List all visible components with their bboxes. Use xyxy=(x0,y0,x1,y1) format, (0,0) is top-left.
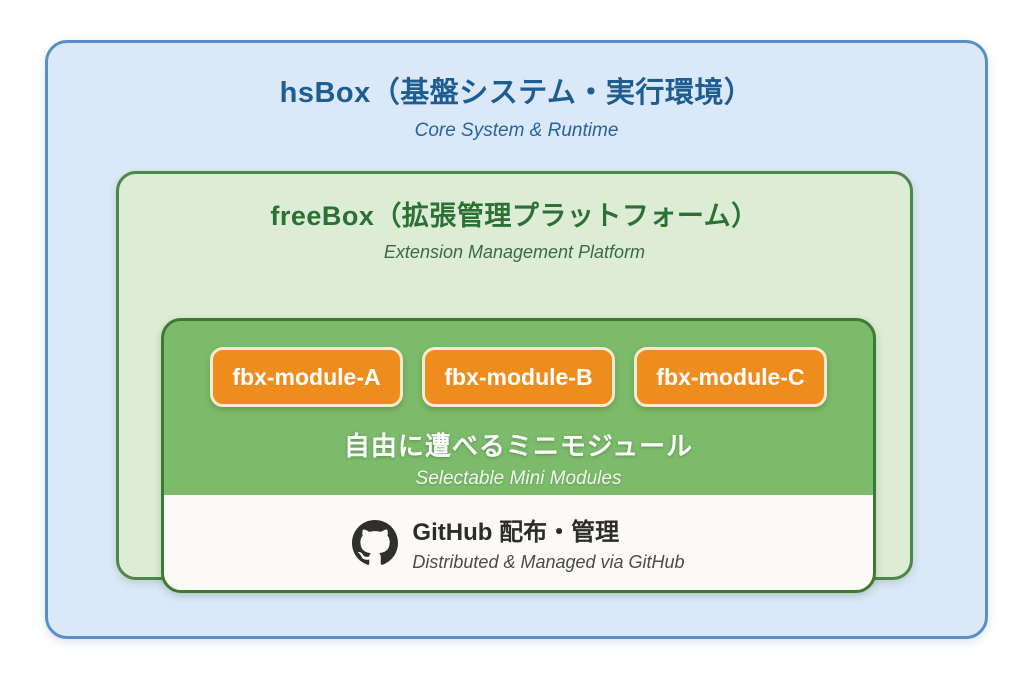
modules-caption-english: Selectable Mini Modules xyxy=(415,468,622,489)
mini-modules-container: fbx-module-A fbx-module-B fbx-module-C 自… xyxy=(161,318,876,593)
github-subtitle: Distributed & Managed via GitHub xyxy=(412,552,685,572)
module-chip-a: fbx-module-A xyxy=(210,347,403,407)
module-chip-b: fbx-module-B xyxy=(422,347,615,407)
hsbox-subtitle: Core System & Runtime xyxy=(414,120,619,141)
github-text-block: GitHub 配布・管理 Distributed & Managed via G… xyxy=(412,512,684,573)
github-icon xyxy=(352,519,399,566)
freebox-subtitle: Extension Management Platform xyxy=(383,242,646,262)
modules-row: fbx-module-A fbx-module-B fbx-module-C xyxy=(164,347,873,407)
module-chip-c: fbx-module-C xyxy=(634,347,827,407)
freebox-container: freeBox（拡張管理プラットフォーム） Extension Manageme… xyxy=(116,171,913,593)
github-footer: GitHub 配布・管理 Distributed & Managed via G… xyxy=(164,495,873,590)
hsbox-title: hsBox（基盤システム・実行環境） xyxy=(279,77,754,109)
hsbox-container: hsBox（基盤システム・実行環境） Core System & Runtime… xyxy=(45,40,988,639)
freebox-title: freeBox（拡張管理プラットフォーム） xyxy=(270,201,759,231)
modules-caption: 自由に遭べるミニモジュール xyxy=(343,431,694,461)
github-title: GitHub 配布・管理 xyxy=(412,519,620,546)
